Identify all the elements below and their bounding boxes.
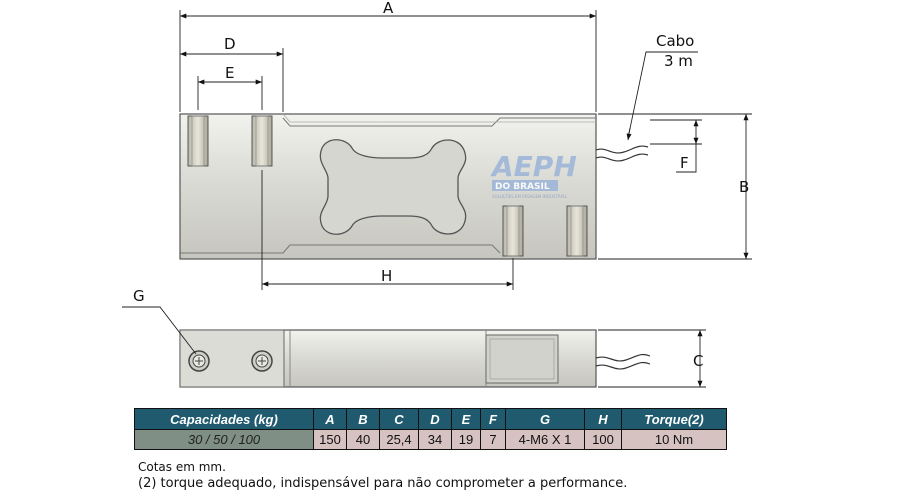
top-view: AEPH DO BRASIL SOLUÇÕES EM PESAGEM INDUS… — [179, 113, 649, 260]
torque-note: (2) torque adequado, indispensável para … — [138, 476, 628, 491]
header-c: C — [379, 408, 419, 430]
cell-d: 34 — [418, 429, 452, 450]
label-e: E — [225, 64, 234, 82]
label-g: G — [133, 287, 145, 305]
cell-capacidades: 30 / 50 / 100 — [134, 429, 314, 450]
header-f: F — [480, 408, 506, 430]
mount-hole-2 — [251, 115, 273, 167]
label-f: F — [680, 154, 689, 172]
label-cabo: Cabo — [656, 32, 694, 50]
svg-text:AEPH: AEPH — [490, 150, 577, 183]
cell-c: 25,4 — [379, 429, 419, 450]
units-note: Cotas em mm. — [138, 460, 226, 474]
header-torque: Torque(2) — [621, 408, 727, 430]
table-row: 30 / 50 / 100 150 40 25,4 34 19 7 4-M6 X… — [134, 429, 727, 450]
header-h: H — [584, 408, 622, 430]
recess-bottom — [180, 244, 501, 254]
mount-hole-1 — [187, 115, 209, 167]
cell-h: 100 — [584, 429, 622, 450]
header-b: B — [346, 408, 380, 430]
side-view — [179, 329, 651, 388]
cell-g: 4-M6 X 1 — [505, 429, 585, 450]
cell-b: 40 — [346, 429, 380, 450]
mount-hole-4 — [566, 205, 588, 257]
cell-a: 150 — [313, 429, 347, 450]
header-capacidades: Capacidades (kg) — [134, 408, 314, 430]
mount-hole-3 — [502, 205, 524, 257]
cell-torque: 10 Nm — [621, 429, 727, 450]
label-cable-length: 3 m — [664, 52, 693, 70]
svg-text:SOLUÇÕES EM PESAGEM INDUSTRIAL: SOLUÇÕES EM PESAGEM INDUSTRIAL — [492, 194, 568, 199]
header-a: A — [313, 408, 347, 430]
aeph-logo: AEPH DO BRASIL SOLUÇÕES EM PESAGEM INDUS… — [490, 150, 577, 199]
header-g: G — [505, 408, 585, 430]
dimension-lines — [179, 10, 752, 290]
bone-cutout — [319, 139, 467, 235]
specifications-table: Capacidades (kg) A B C D E F G H Torque(… — [134, 408, 727, 450]
svg-text:DO BRASIL: DO BRASIL — [495, 182, 550, 192]
header-d: D — [418, 408, 452, 430]
bolt-head-1 — [188, 350, 210, 372]
label-b: B — [739, 178, 749, 196]
cell-e: 19 — [451, 429, 481, 450]
bolt-head-2 — [251, 350, 273, 372]
table-header-row: Capacidades (kg) A B C D E F G H Torque(… — [134, 408, 727, 430]
header-e: E — [451, 408, 481, 430]
label-h: H — [381, 267, 392, 285]
recess-top — [282, 117, 596, 127]
load-cell-drawing: AEPH DO BRASIL SOLUÇÕES EM PESAGEM INDUS… — [122, 0, 752, 388]
label-c: C — [693, 352, 703, 370]
cable-top — [595, 145, 649, 162]
side-pocket — [485, 334, 559, 384]
cable-side — [595, 353, 651, 370]
label-a: A — [383, 0, 394, 17]
label-d: D — [224, 35, 236, 53]
cell-f: 7 — [480, 429, 506, 450]
